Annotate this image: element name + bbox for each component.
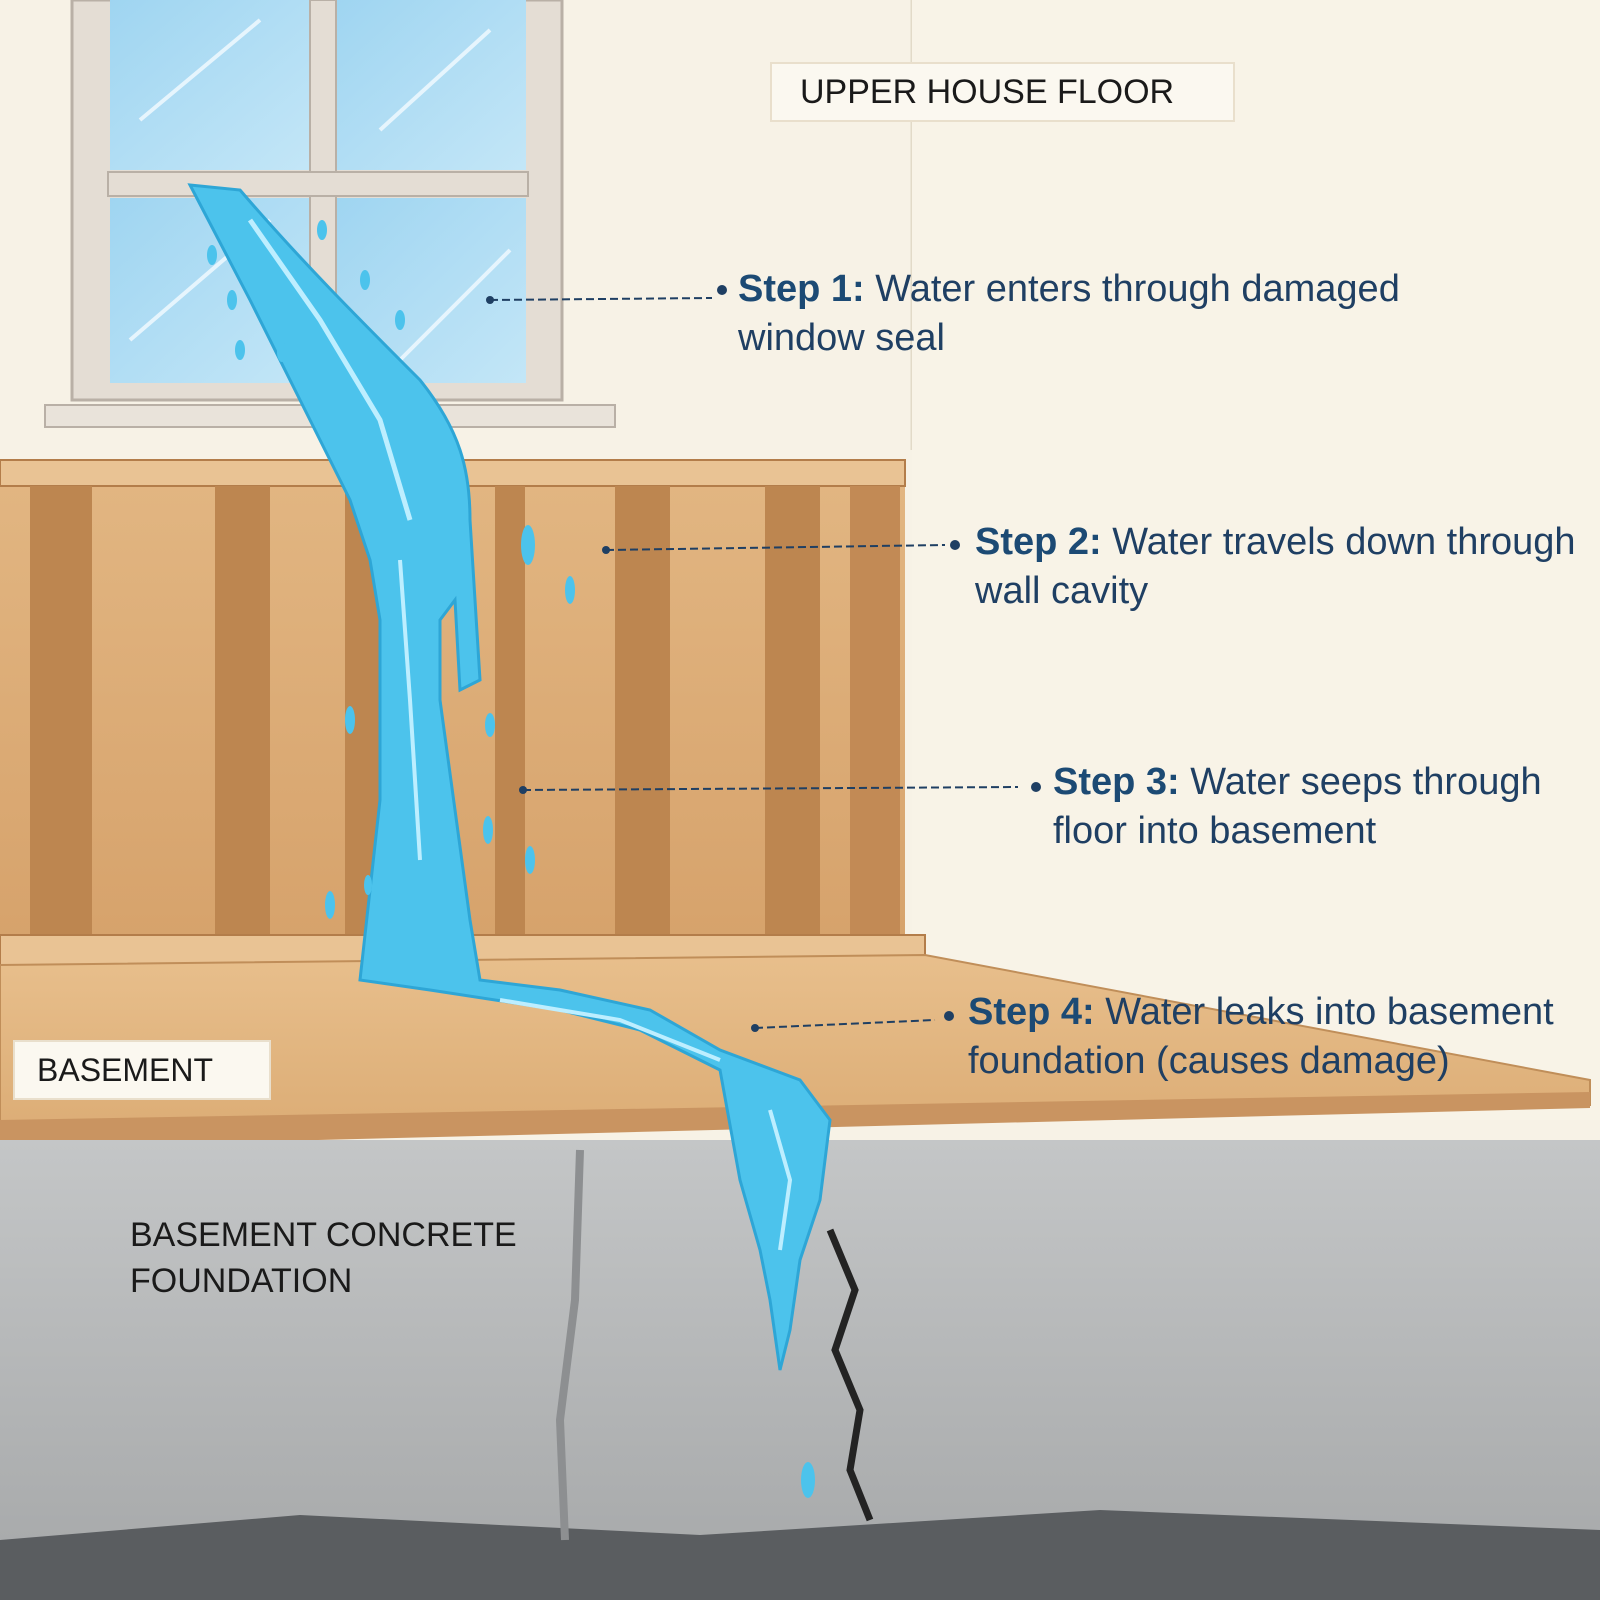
step-4-callout: Step 4: Water leaks into basement founda…	[968, 988, 1598, 1086]
stud-2	[215, 486, 270, 946]
step-1-title: Step 1	[738, 268, 852, 310]
basement-label: BASEMENT	[13, 1040, 271, 1100]
step-4-title: Step 4	[968, 991, 1082, 1033]
foundation-label: BASEMENT CONCRETE FOUNDATION	[130, 1212, 570, 1304]
stud-7	[850, 486, 900, 946]
water-drop	[485, 713, 495, 737]
water-drop	[565, 576, 575, 604]
step-3-title: Step 3	[1053, 761, 1167, 803]
water-drop	[317, 220, 327, 240]
upper-house-floor-label: UPPER HOUSE FLOOR	[770, 62, 1235, 122]
window-rail	[108, 172, 528, 196]
water-drop	[525, 846, 535, 874]
step-3-callout: Step 3: Water seeps through floor into b…	[1053, 758, 1598, 856]
water-drop	[227, 290, 237, 310]
stud-6	[765, 486, 820, 946]
water-drop	[345, 706, 355, 734]
step-2-title: Step 2	[975, 521, 1089, 563]
stud-5	[615, 486, 670, 946]
water-drop	[235, 340, 245, 360]
step-1-callout: Step 1: Water enters through damaged win…	[738, 265, 1518, 363]
water-drop	[207, 245, 217, 265]
water-drop	[364, 875, 372, 895]
stud-4	[495, 486, 525, 946]
step-2-callout: Step 2: Water travels down through wall …	[975, 518, 1585, 616]
water-drop	[483, 816, 493, 844]
water-drop	[360, 270, 370, 290]
water-drop	[801, 1462, 815, 1498]
water-drop	[277, 342, 287, 362]
water-drop	[325, 891, 335, 919]
stud-1	[30, 486, 92, 946]
water-drop	[395, 310, 405, 330]
window-pane-top-left	[110, 0, 310, 170]
water-drop	[521, 525, 535, 565]
